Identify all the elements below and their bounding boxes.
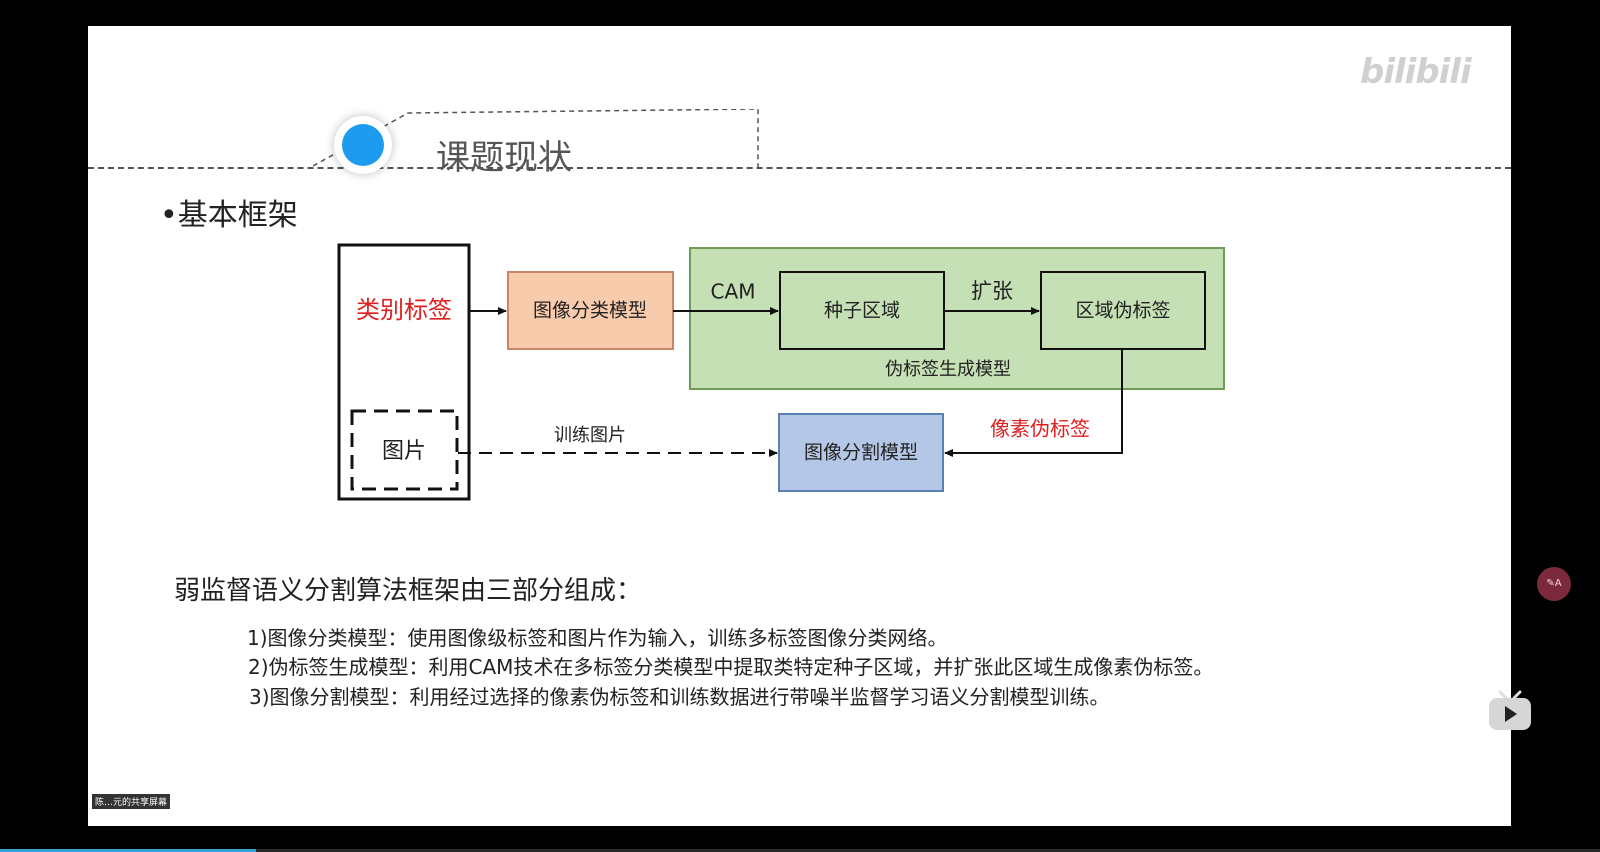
expand-label: 扩张: [971, 279, 1013, 303]
bilibili-tv-icon[interactable]: [1486, 686, 1534, 734]
description-line: 3)图像分割模型：利用经过选择的像素伪标签和训练数据进行带噪半监督学习语义分割模…: [249, 685, 1110, 709]
image-input-box: [350, 409, 459, 491]
image-classifier-box: [507, 271, 674, 350]
presentation-slide: 课题现状 •基本框架 类别标签 图片 图像分类模型 种子区域 区域伪标签 伪标: [88, 26, 1511, 826]
bilibili-watermark: bilibili: [1360, 52, 1472, 92]
header-divider: [88, 167, 1511, 169]
class-label-text: 类别标签: [356, 296, 452, 324]
seed-region-label: 种子区域: [824, 300, 900, 322]
training-images-label: 训练图片: [554, 425, 626, 446]
playback-progress-fill: [0, 849, 256, 852]
framework-intro: 弱监督语义分割算法框架由三部分组成：: [174, 576, 643, 606]
segmentation-model-box: [778, 413, 944, 492]
section-heading: •基本框架: [160, 198, 298, 233]
pseudo-label-model-caption: 伪标签生成模型: [885, 359, 1011, 380]
region-pseudo-label-box: [1040, 271, 1206, 350]
arrow-pixel-pseudo-label: [944, 349, 1123, 457]
header-blue-dot-icon: [342, 124, 384, 166]
description-line: 1)图像分类模型：使用图像级标签和图片作为输入，训练多标签图像分类网络。: [247, 626, 948, 650]
description-line: 2)伪标签生成模型：利用CAM技术在多标签分类模型中提取类特定种子区域，并扩张此…: [248, 655, 1214, 679]
playback-progress-bar[interactable]: [0, 849, 1600, 852]
segmentation-model-label: 图像分割模型: [804, 442, 918, 464]
region-pseudo-label-text: 区域伪标签: [1075, 300, 1170, 322]
cam-label: CAM: [711, 280, 756, 304]
framework-diagram: 类别标签 图片 图像分类模型 种子区域 区域伪标签 伪标签生成模型 图像分割模型…: [337, 243, 1225, 501]
image-label-text: 图片: [382, 439, 426, 464]
seed-region-box: [779, 271, 945, 350]
subtitle-pill-icon[interactable]: ✎A: [1537, 567, 1571, 601]
pixel-pseudo-label-text: 像素伪标签: [990, 417, 1090, 441]
screen-share-label: 陈…元的共享屏幕: [92, 794, 171, 809]
page-title: 课题现状: [436, 138, 572, 178]
classifier-label: 图像分类模型: [533, 300, 647, 322]
